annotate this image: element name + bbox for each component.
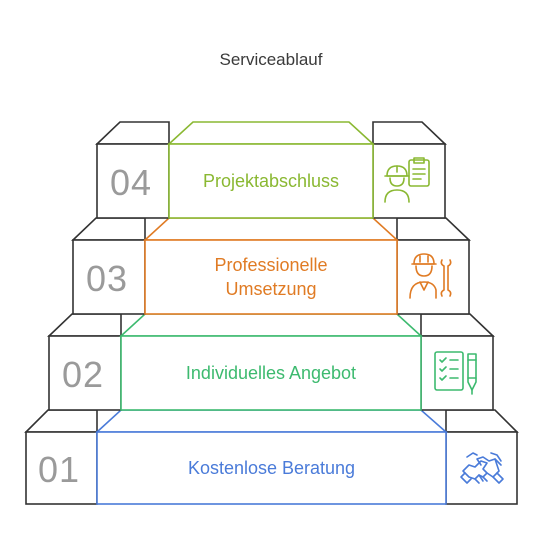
step-01-label: Kostenlose Beratung [187, 458, 356, 478]
engineer-clipboard-icon [384, 157, 430, 203]
step-02-number: 02 [62, 354, 105, 395]
step-03-number: 03 [86, 258, 129, 299]
worker-wrench-icon [409, 253, 452, 299]
step-01-number: 01 [38, 449, 81, 490]
step-04-frame [95, 121, 447, 219]
handshake-icon [460, 452, 504, 484]
step-01-frame [24, 409, 519, 505]
step-04-number: 04 [110, 162, 153, 203]
step-03-frame [71, 217, 471, 315]
step-02-label: Individuelles Angebot [185, 363, 357, 383]
step-03-label: Professionelle Umsetzung [214, 255, 328, 299]
checklist-pen-icon [434, 351, 477, 395]
diagram-title: Serviceablauf [219, 50, 323, 69]
step-04-label: Projektabschluss [202, 171, 340, 191]
